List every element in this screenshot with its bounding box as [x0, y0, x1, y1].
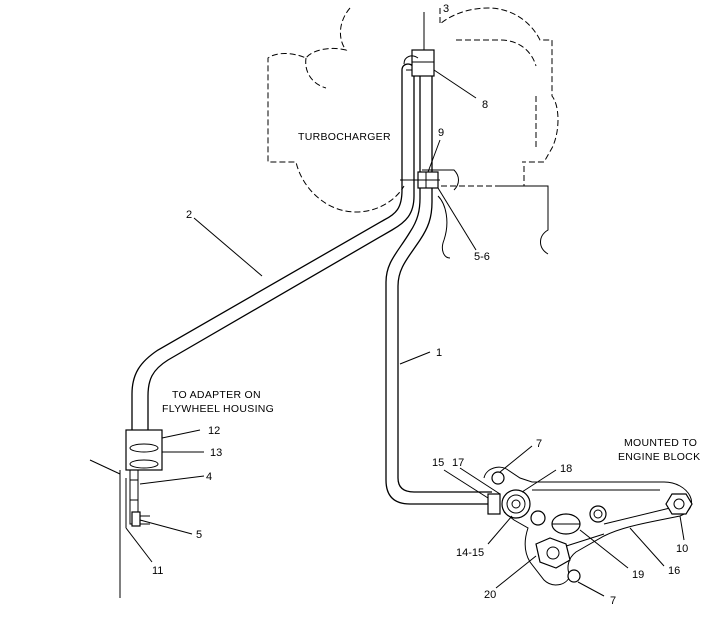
callout-7-top: 7 [536, 438, 542, 450]
label-turbocharger: TURBOCHARGER [298, 131, 391, 143]
callout-16: 16 [668, 565, 680, 577]
callout-18: 18 [560, 463, 572, 475]
callout-8: 8 [482, 99, 488, 111]
callout-4: 4 [206, 471, 212, 483]
callout-17: 17 [452, 457, 464, 469]
label-adapter-line1: TO ADAPTER ON [172, 389, 261, 401]
callout-7-bottom: 7 [610, 595, 616, 607]
callout-2: 2 [186, 209, 192, 221]
callout-3: 3 [443, 3, 449, 15]
callout-19: 19 [632, 569, 644, 581]
lower-left-fitting [89, 429, 163, 598]
label-mounted-line2: ENGINE BLOCK [618, 451, 700, 463]
tube-1 [385, 70, 492, 505]
callout-20: 20 [484, 589, 496, 601]
text-labels: TURBOCHARGER TO ADAPTER ON FLYWHEEL HOUS… [152, 3, 700, 607]
callout-15: 15 [432, 457, 444, 469]
callout-14-15: 14-15 [456, 547, 484, 559]
callout-5-6: 5-6 [474, 251, 490, 263]
leader-lines [125, 12, 685, 597]
turbocharger-outline [267, 7, 559, 259]
middle-clamp [400, 171, 440, 189]
label-adapter-line2: FLYWHEEL HOUSING [162, 403, 274, 415]
callout-9: 9 [438, 127, 444, 139]
top-fitting [403, 49, 435, 77]
label-mounted-line1: MOUNTED TO [624, 437, 697, 449]
callout-5-left: 5 [196, 529, 202, 541]
callout-11: 11 [152, 565, 163, 577]
engine-block-bracket [483, 466, 693, 586]
callout-13: 13 [210, 447, 222, 459]
callout-12: 12 [208, 425, 220, 437]
callout-10: 10 [676, 543, 688, 555]
callout-1: 1 [436, 347, 442, 359]
tube-2 [131, 63, 415, 432]
